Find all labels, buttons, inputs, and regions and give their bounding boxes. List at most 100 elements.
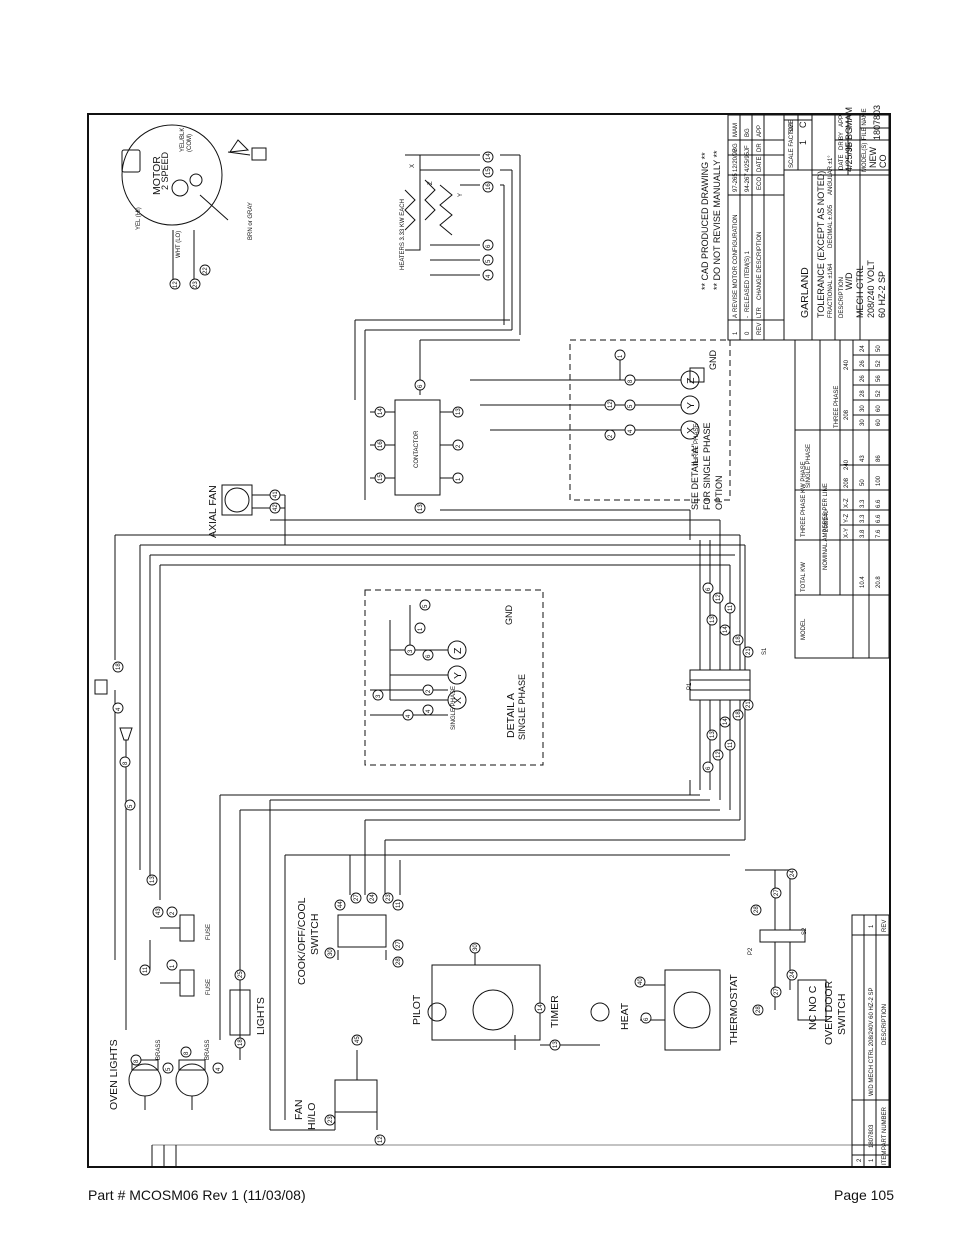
wire-number: 12 (716, 594, 722, 601)
rev-row-1-eco: 97-265 (733, 173, 739, 192)
tolerance-fractional: FRACTIONAL ±1/64 (828, 263, 834, 318)
wire-number: 16 (378, 441, 384, 448)
contactor-label: CONTACTOR (414, 430, 420, 468)
rev-row-2-rev: 0 (745, 331, 751, 335)
title-block-text: ** CAD PRODUCED DRAWING ** ** DO NOT REV… (700, 105, 888, 318)
fan-hilo-label-1: FAN (293, 1100, 305, 1120)
wire-number: 18 (736, 636, 742, 643)
wire-harness (114, 495, 751, 1130)
wire-number: 4 (486, 274, 492, 278)
wire-number: 23 (386, 894, 392, 901)
wire-number: 12 (608, 401, 614, 408)
parts-row-1-item: 1 (869, 1158, 875, 1162)
amperes-r1-total: 10.4 (860, 576, 866, 588)
size-value: C (798, 121, 808, 128)
rev-row-2-app: BG (745, 128, 751, 137)
wire-number: 18 (736, 711, 742, 718)
amperes-r2-xy: 7.6 (876, 529, 882, 538)
rev-row-1-app: MAM (733, 123, 739, 137)
wire-number: 11 (728, 741, 734, 748)
wire-number: 14 (538, 1004, 544, 1011)
oven-door-label-2: SWITCH (836, 994, 848, 1035)
cad-produced-line-1: ** CAD PRODUCED DRAWING ** (700, 152, 710, 290)
amperes-r1-c: 28 (860, 390, 866, 397)
scale-factor-label: SCALE FACTOR (789, 122, 795, 168)
amperes-title: NOMINAL AMPERES PER LINE (823, 483, 829, 570)
wire-number: 13 (553, 1041, 559, 1048)
wire-number: 21 (746, 701, 752, 708)
wire-number: 4 (628, 429, 634, 433)
p1-label: P1 (687, 682, 693, 690)
parts-header-desc: DESCRIPTION (882, 1004, 888, 1045)
rev-row-2-dr: JF (745, 145, 751, 152)
wire-number: 23 (328, 1116, 334, 1123)
rev-header-date: DATE (757, 156, 763, 172)
wire-number: 43 (156, 908, 162, 915)
heater-x-label: X (410, 164, 416, 168)
description-label: DESCRIPTION (839, 277, 845, 318)
amperes-r1-s208: 50 (860, 479, 866, 486)
motor-com: (COM) (187, 134, 193, 152)
dr-label: DR (839, 141, 845, 150)
wire-number: 41 (273, 491, 279, 498)
file-name-label: FILE NAME (862, 108, 868, 140)
wire-number: 13 (710, 616, 716, 623)
wire-number-text: 12 23 22 14 15 16 6 5 4 6 14 16 15 13 2 … (116, 153, 796, 1143)
lights-label: LIGHTS (255, 997, 267, 1035)
motor-label: MOTOR (151, 156, 163, 195)
wire-number: 28 (754, 906, 760, 913)
amperes-xy: X-Y (844, 528, 850, 538)
dr-value: JF (844, 142, 854, 153)
wire-number-bubbles (112, 151, 798, 1146)
three-phase-label: THREE PHASE (694, 424, 700, 466)
parts-header-part: PART NUMBER (882, 1106, 888, 1150)
cook-switch-label-2: SWITCH (309, 914, 321, 955)
oven-door-switch (745, 869, 827, 1021)
detail-a-single-phase-small: SINGLE PHASE (451, 686, 457, 730)
app-label: APP (839, 115, 845, 127)
wire-number: 3 (376, 694, 382, 698)
oven-lights (128, 1059, 209, 1110)
wire-number: 11 (728, 604, 734, 611)
amperes-three-240: 240 (844, 359, 850, 370)
amperes-model-label: MODEL (801, 618, 807, 640)
amperes-r1-b: 30 (860, 405, 866, 412)
oven-lights-label: OVEN LIGHTS (108, 1039, 120, 1110)
rev-header-desc: CHANGE DESCRIPTION (757, 232, 763, 300)
thermostat-label: THERMOSTAT (728, 974, 740, 1045)
cook-off-cool-switch (337, 914, 387, 960)
motor (121, 124, 267, 285)
wire-number: 24 (370, 894, 376, 901)
wire-number: 15 (486, 168, 492, 175)
revision-table-text: 1 A REVISE MOTOR CONFIGURATION 97-265 12… (733, 123, 763, 335)
rev-row-1-date: 12/20/97 (733, 148, 739, 172)
wire-number: 6 (418, 384, 424, 388)
wire-number: 12 (173, 281, 179, 288)
heat-label: HEAT (619, 1002, 631, 1030)
wire-number: 45 (355, 1036, 361, 1043)
wire-number: 5 (423, 604, 429, 608)
parts-table-text: ITEM PART NUMBER DESCRIPTION REV 1 18078… (857, 920, 888, 1165)
amperes-r2-yz: 6.6 (876, 514, 882, 523)
wire-number: 5 (486, 259, 492, 263)
wire-number: 27 (774, 988, 780, 995)
wire-number: 30 (473, 944, 479, 951)
amperes-table-text: NOMINAL AMPERES PER LINE MODEL TOTAL KW … (801, 345, 882, 640)
amperes-yz: Y-Z (844, 514, 850, 523)
amperes-r2-total: 20.8 (876, 576, 882, 588)
footer-part-number: Part # MCOSM06 Rev 1 (11/03/08) (88, 1187, 306, 1203)
motor-speed-label: 2 SPEED (160, 151, 170, 190)
description-line-3: 208/240 VOLT (866, 260, 876, 318)
wire-number: 12 (378, 1136, 384, 1143)
rev-row-2-desc: RELEASED ITEM(S) 1 (745, 250, 751, 312)
wire-number: 12 (716, 751, 722, 758)
motor-yel-blk: YEL/BLK (180, 128, 186, 152)
model-line-2: CO (878, 155, 888, 169)
wire-number: 14 (378, 408, 384, 415)
wire-number: 8 (184, 1051, 190, 1055)
heater-y-label: Y (458, 193, 464, 197)
wire-number: 8 (628, 379, 634, 383)
parts-header-rev: REV (882, 920, 888, 932)
description-line-2: MECH CTRL (855, 265, 865, 318)
heaters (404, 154, 521, 335)
